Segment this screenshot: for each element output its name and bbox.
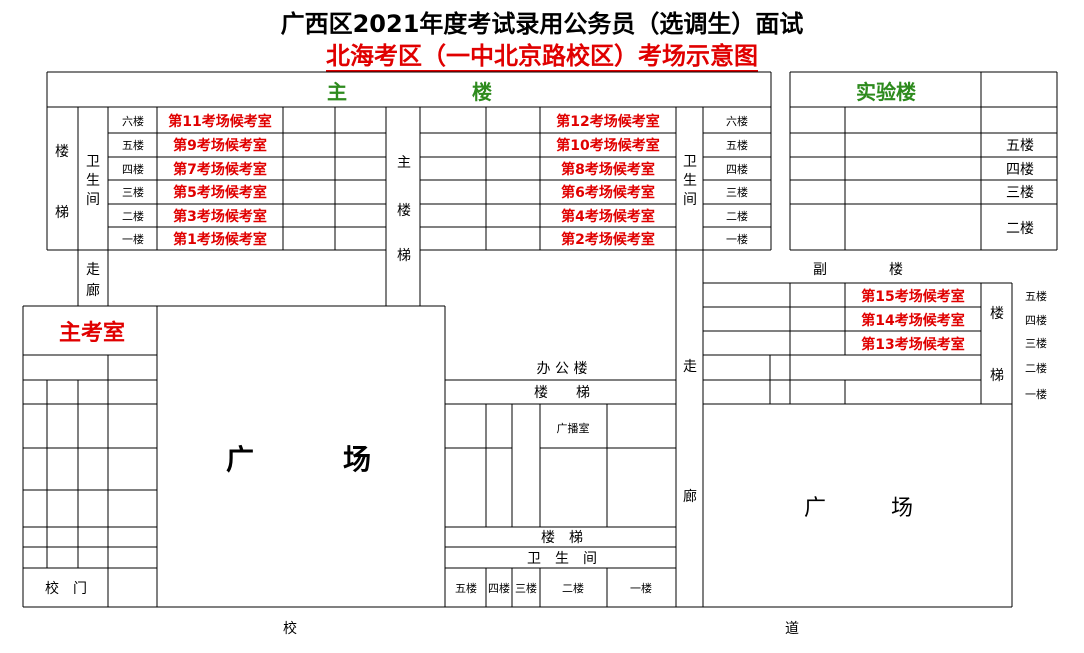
- left-floor-label: 四楼: [122, 162, 144, 176]
- exam-waiting-room: 第15考场候考室: [861, 288, 964, 305]
- right-corridor-label-2: 廊: [683, 488, 697, 505]
- exam-waiting-room: 第14考场候考室: [861, 312, 964, 329]
- left-floor-label: 二楼: [122, 209, 144, 223]
- office-floor-label: 三楼: [515, 581, 537, 595]
- annex-floor-label: 一楼: [1025, 387, 1047, 401]
- annex-floor-label: 四楼: [1025, 313, 1047, 327]
- exam-waiting-room: 第8考场候考室: [561, 161, 655, 178]
- lab-floor-label: 四楼: [1006, 162, 1034, 178]
- left-toilet-label-1: 卫: [86, 154, 100, 170]
- right-corridor-label-1: 走: [683, 359, 697, 375]
- page-subtitle: 北海考区（一中北京路校区）考场示意图: [326, 42, 758, 72]
- annex-stairs-label-1: 楼: [990, 306, 1004, 322]
- plaza-left-label-1: 广: [226, 443, 254, 476]
- exam-waiting-room: 第3考场候考室: [173, 208, 267, 225]
- exam-waiting-room: 第7考场候考室: [173, 161, 267, 178]
- office-floor-label: 二楼: [562, 581, 584, 595]
- left-corridor-label-1: 走: [86, 262, 100, 278]
- road-label-1: 校: [283, 620, 297, 637]
- left-floor-label: 六楼: [122, 114, 144, 128]
- office-floor-label: 一楼: [630, 581, 652, 595]
- right-floor-label: 一楼: [726, 232, 748, 246]
- lab-floor-label: 三楼: [1006, 185, 1034, 201]
- annex-floor-label: 五楼: [1025, 289, 1047, 303]
- left-stairs-label-1: 楼: [55, 144, 69, 160]
- office-stairs-top-label: 楼 梯: [534, 385, 590, 401]
- office-building-label: 办 公 楼: [537, 361, 588, 377]
- main-building-label-left: 主: [327, 80, 347, 104]
- page-title: 广西区2021年度考试录用公务员（选调生）面试: [280, 10, 804, 38]
- right-floor-label: 六楼: [726, 114, 748, 128]
- center-stairs-label-3: 梯: [397, 248, 411, 264]
- left-floor-label: 三楼: [122, 185, 144, 199]
- annex-floor-label: 三楼: [1025, 336, 1047, 350]
- right-floor-label: 三楼: [726, 185, 748, 199]
- exam-waiting-room: 第5考场候考室: [173, 184, 267, 201]
- exam-waiting-room: 第13考场候考室: [861, 336, 964, 353]
- exam-waiting-room: 第12考场候考室: [556, 113, 659, 130]
- right-toilet-label-3: 间: [683, 192, 697, 208]
- annex-floor-label: 二楼: [1025, 361, 1047, 375]
- left-corridor-label-2: 廊: [86, 282, 100, 299]
- left-floor-label: 五楼: [122, 138, 144, 152]
- wall-lines: [22, 71, 1058, 608]
- exam-waiting-room: 第4考场候考室: [561, 208, 655, 225]
- school-gate-label: 校 门: [45, 580, 87, 597]
- road-label-2: 道: [785, 621, 799, 637]
- left-toilet-label-3: 间: [86, 192, 100, 208]
- annex-label-left: 副: [813, 262, 827, 278]
- exam-waiting-room: 第11考场候考室: [168, 113, 271, 130]
- annex-stairs-label-2: 梯: [990, 368, 1004, 384]
- center-stairs-label-1: 主: [397, 155, 411, 171]
- right-floor-label: 二楼: [726, 209, 748, 223]
- annex-label-right: 楼: [889, 262, 903, 278]
- exam-waiting-room: 第6考场候考室: [561, 184, 655, 201]
- exam-waiting-room: 第10考场候考室: [556, 137, 659, 154]
- lab-building-label: 实验楼: [856, 80, 916, 104]
- right-floor-label: 五楼: [726, 138, 748, 152]
- office-stairs-bottom-label: 楼 梯: [541, 530, 583, 546]
- exam-waiting-room: 第9考场候考室: [173, 137, 267, 154]
- left-toilet-label-2: 生: [86, 173, 100, 189]
- left-stairs-label-2: 梯: [55, 205, 69, 221]
- exam-waiting-room: 第2考场候考室: [561, 231, 655, 248]
- office-floor-label: 五楼: [455, 581, 477, 595]
- plaza-left-label-2: 场: [343, 443, 371, 476]
- office-toilet-label: 卫 生 间: [527, 551, 597, 567]
- plaza-right-label-1: 广: [804, 496, 826, 521]
- left-floor-label: 一楼: [122, 232, 144, 246]
- lab-floor-label: 五楼: [1006, 138, 1034, 154]
- broadcast-room-label: 广播室: [557, 421, 590, 435]
- lab-floor-label: 二楼: [1006, 221, 1034, 237]
- right-toilet-label-2: 生: [683, 173, 697, 189]
- right-toilet-label-1: 卫: [683, 154, 697, 170]
- center-stairs-label-2: 楼: [397, 203, 411, 219]
- right-floor-label: 四楼: [726, 162, 748, 176]
- exam-waiting-room: 第1考场候考室: [173, 231, 267, 248]
- main-building-label-right: 楼: [472, 80, 492, 104]
- office-floor-label: 四楼: [488, 581, 510, 595]
- main-exam-room-label: 主考室: [59, 320, 125, 346]
- plaza-right-label-2: 场: [891, 496, 913, 521]
